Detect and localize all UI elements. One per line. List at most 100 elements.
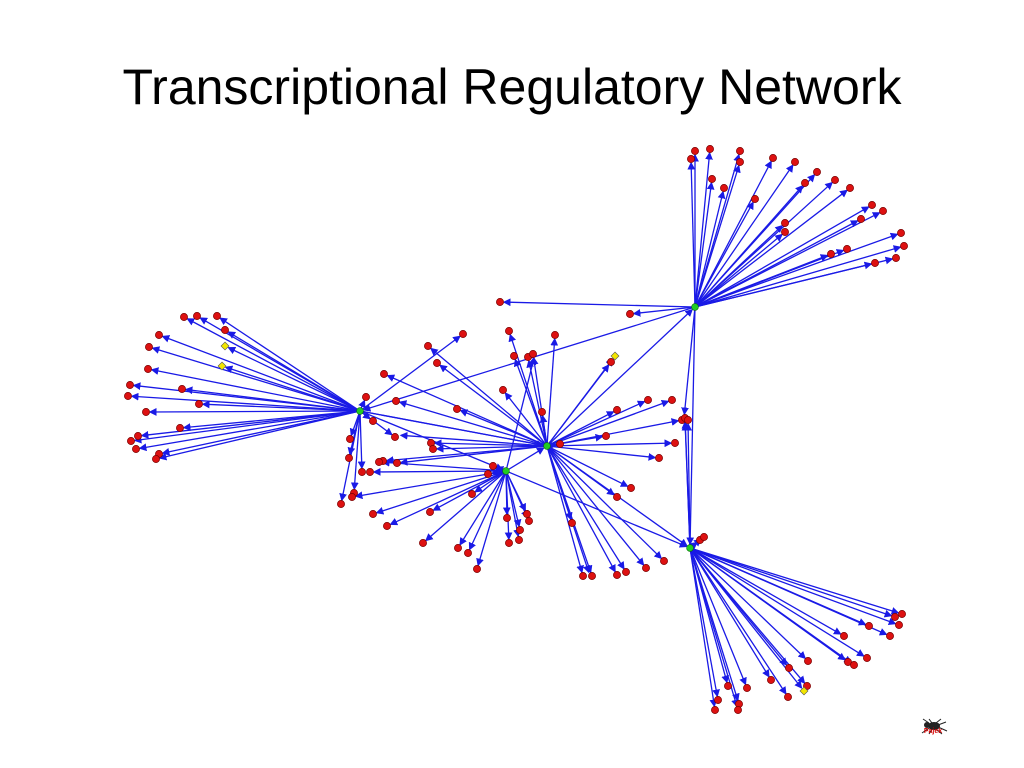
edge-27 (186, 318, 361, 412)
edge-128 (689, 547, 787, 695)
target-node-53 (369, 417, 377, 425)
target-node-3 (708, 175, 716, 183)
edge-62 (546, 337, 559, 447)
edge-18 (694, 212, 881, 308)
hub-node-h2 (356, 407, 364, 415)
edge-136 (546, 308, 694, 447)
edge-91 (372, 468, 507, 476)
edge-142 (505, 470, 688, 548)
target-node-68 (380, 370, 388, 378)
edge-104 (504, 470, 513, 541)
target-node-44 (132, 445, 140, 453)
target-node-121 (804, 657, 812, 665)
special-node-125 (799, 686, 809, 696)
edge-45 (161, 410, 361, 456)
edge-31 (161, 335, 361, 412)
special-node-33 (220, 341, 230, 351)
edge-112 (689, 547, 893, 618)
target-node-127 (724, 682, 732, 690)
target-node-47 (362, 393, 370, 401)
target-node-1 (691, 147, 699, 155)
edge-14 (694, 181, 834, 308)
edge-83 (546, 445, 645, 566)
target-node-27 (180, 313, 188, 321)
target-node-83 (642, 564, 650, 572)
edge-55 (359, 335, 461, 412)
pajek-logo-label: Pajek (923, 728, 943, 735)
edge-117 (689, 547, 842, 635)
target-node-11 (813, 168, 821, 176)
target-node-24 (827, 250, 835, 258)
edge-125 (689, 547, 803, 689)
edge-124 (689, 547, 806, 684)
edge-2 (694, 151, 713, 308)
target-node-57 (433, 359, 441, 367)
target-node-29 (213, 312, 221, 320)
target-node-64 (607, 358, 615, 366)
edge-24 (694, 254, 829, 308)
edge-88 (385, 445, 548, 464)
target-node-93 (348, 493, 356, 501)
target-node-87 (429, 445, 437, 453)
target-node-102 (489, 462, 497, 470)
target-node-99 (468, 490, 476, 498)
edge-51 (350, 410, 361, 491)
target-node-37 (178, 385, 186, 393)
target-node-85 (393, 459, 401, 467)
target-node-17 (868, 201, 876, 209)
target-node-132 (711, 706, 719, 714)
hub-node-h5 (686, 544, 694, 552)
edge-40 (148, 408, 361, 416)
target-node-112 (891, 613, 899, 621)
spider-icon (921, 718, 948, 735)
target-node-75 (655, 454, 663, 462)
edge-68 (386, 374, 548, 447)
edge-93 (354, 470, 507, 500)
target-node-62 (551, 331, 559, 339)
edge-13 (694, 233, 783, 308)
target-node-23 (843, 245, 851, 253)
target-node-72 (668, 396, 676, 404)
edge-75 (546, 445, 657, 461)
target-node-8 (769, 154, 777, 162)
edge-98 (459, 470, 507, 546)
target-node-117 (840, 632, 848, 640)
target-node-74 (671, 439, 679, 447)
target-node-130 (734, 706, 742, 714)
edge-116 (689, 547, 888, 636)
special-node-63 (610, 351, 620, 361)
target-node-120 (850, 661, 858, 669)
target-node-71 (644, 396, 652, 404)
target-node-65 (538, 408, 546, 416)
target-node-107 (523, 510, 531, 518)
target-node-32 (145, 343, 153, 351)
target-node-46 (152, 455, 160, 463)
target-node-118 (863, 654, 871, 662)
target-node-12 (781, 219, 789, 227)
target-node-31 (155, 331, 163, 339)
edge-44 (138, 410, 361, 452)
target-node-105 (515, 536, 523, 544)
target-node-67 (453, 405, 461, 413)
target-node-54 (391, 433, 399, 441)
edge-118 (689, 547, 865, 657)
edge-106 (505, 470, 522, 528)
target-node-97 (419, 539, 427, 547)
target-node-123 (767, 676, 775, 684)
target-node-91 (366, 468, 374, 476)
target-node-38 (124, 392, 132, 400)
target-node-92 (375, 458, 383, 466)
edge-33 (227, 347, 361, 412)
target-node-96 (426, 508, 434, 516)
target-node-25 (626, 310, 634, 318)
edge-39 (201, 400, 361, 412)
edge-22 (694, 261, 873, 308)
edge-108 (505, 470, 529, 519)
edge-layer (130, 151, 902, 708)
target-node-30 (221, 326, 229, 334)
target-node-61 (529, 350, 537, 358)
edge-92 (381, 458, 507, 472)
edge-38 (130, 392, 361, 412)
edge-65 (539, 414, 548, 447)
